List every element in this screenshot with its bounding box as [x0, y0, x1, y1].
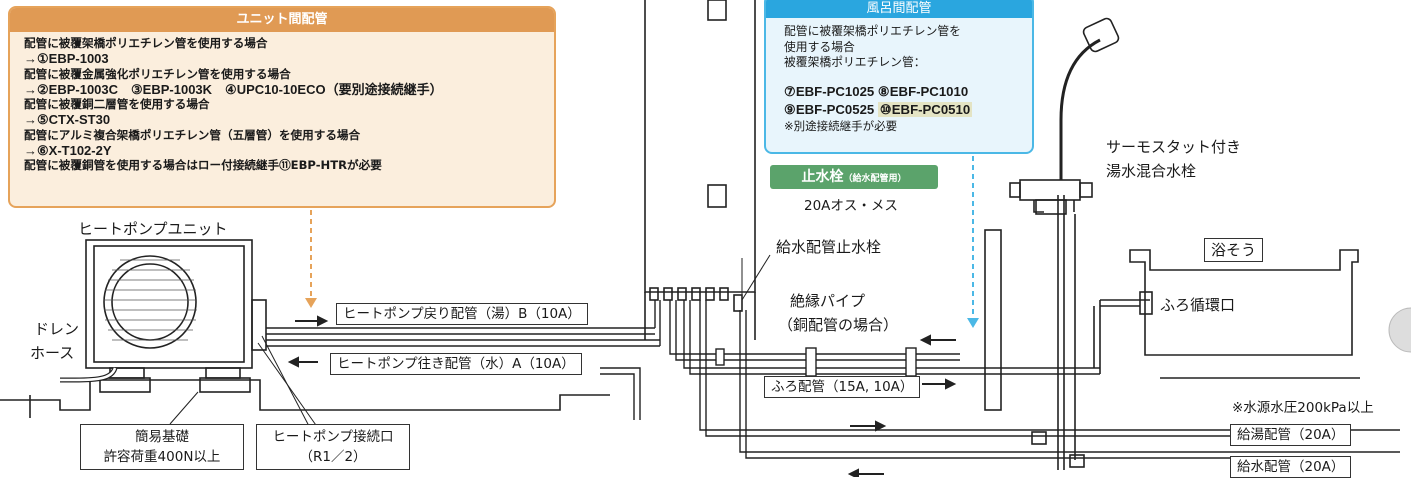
bath-piping-body: 配管に被覆架橋ポリエチレン管を 使用する場合 被覆架橋ポリエチレン管： ⑦EBF… — [766, 18, 1032, 134]
bath-piping-title: 風呂間配管 — [766, 0, 1032, 18]
outgoing-pipe-label: ヒートポンプ往き配管（水）A（10A） — [330, 353, 582, 375]
unit-piping-title: ユニット間配管 — [10, 8, 554, 32]
foundation-label-2: 許容荷重400N以上 — [103, 449, 221, 465]
storage-tank — [644, 0, 756, 340]
bath-pipe-label: ふろ配管（15A, 10A） — [764, 376, 921, 398]
edge-circle — [1388, 307, 1411, 353]
connection-label-2: （R1／2） — [299, 449, 367, 465]
unit-piping-line: →②EBP-1003C ③EBP-1003K ④UPC10-10ECO（要別途接… — [24, 81, 443, 97]
bath-code: ⑧EBF-PC1010 — [877, 83, 969, 99]
unit-piping-line: →①EBP-1003 — [24, 51, 109, 67]
bathtub-label: 浴そう — [1204, 238, 1264, 262]
unit-piping-line: 配管に被覆金属強化ポリエチレン管を使用する場合 — [24, 66, 291, 81]
heat-pump-unit-label: ヒートポンプユニット — [78, 220, 228, 238]
water-pressure-note: ※水源水圧200kPa以上 — [1232, 400, 1374, 416]
unit-piping-box: ユニット間配管 配管に被覆架橋ポリエチレン管を使用する場合 →①EBP-1003… — [8, 6, 556, 208]
heat-pump-unit — [85, 239, 267, 379]
insulation-label-1: 絶縁パイプ — [790, 292, 866, 310]
drain-hose — [60, 366, 118, 383]
drain-hose-label-2: ホース — [30, 344, 75, 362]
unit-leader-arrow — [305, 298, 317, 308]
unit-piping-line: 配管に被覆架橋ポリエチレン管を使用する場合 — [24, 36, 268, 50]
bath-leader-arrow — [967, 318, 979, 328]
bath-piping-line: 使用する場合 — [784, 39, 855, 54]
foundation-label: 簡易基礎 許容荷重400N以上 — [80, 424, 244, 470]
unit-piping-line: 配管にアルミ複合架橋ポリエチレン管（五層管）を使用する場合 — [24, 127, 361, 142]
unit-piping-line: →⑥X-T102-2Y — [24, 143, 112, 159]
unit-piping-line: 配管に被覆銅二層管を使用する場合 — [24, 97, 210, 112]
return-pipe-label: ヒートポンプ戻り配管（湯）B（10A） — [336, 303, 588, 325]
connection-label-1: ヒートポンプ接続口 — [272, 429, 394, 445]
bath-piping-codes: ⑦EBF-PC1025 ⑧EBF-PC1010 ⑨EBF-PC0525 ⑩EBF… — [784, 83, 1032, 119]
unit-piping-body: 配管に被覆架橋ポリエチレン管を使用する場合 →①EBP-1003 配管に被覆金属… — [10, 32, 554, 174]
hot-pipe-label: 給湯配管（20A） — [1230, 424, 1352, 446]
drain-hose-label-1: ドレン — [34, 320, 80, 338]
connection-label: ヒートポンプ接続口 （R1／2） — [256, 424, 410, 470]
bath-piping-line: 配管に被覆架橋ポリエチレン管を — [784, 24, 961, 38]
supply-stop-valve-label: 給水配管止水栓 — [776, 238, 882, 256]
cold-pipe-label: 給水配管（20A） — [1230, 456, 1352, 478]
bath-code: ⑦EBF-PC1025 — [784, 83, 875, 99]
stop-valve-label: 止水栓 — [801, 169, 844, 185]
stop-valve-tag: 止水栓（給水配管用） — [770, 165, 938, 189]
bath-code: ⑨EBF-PC0525 — [784, 101, 875, 117]
unit-piping-line: →⑤CTX-ST30 — [24, 112, 111, 128]
faucet-label-2: 湯水混合水栓 — [1106, 162, 1197, 180]
unit-piping-line: 配管に被覆銅管を使用する場合はロー付接続継手⑪EBP-HTRが必要 — [24, 158, 382, 173]
bath-piping-note: ※別途接続継手が必要 — [784, 118, 898, 133]
faucet-label-1: サーモスタット付き — [1106, 138, 1242, 156]
foundation-label-1: 簡易基礎 — [135, 429, 189, 445]
stop-valve-sub: （給水配管用） — [843, 174, 907, 184]
bath-piping-line: 被覆架橋ポリエチレン管： — [784, 55, 926, 70]
bath-piping-box: 風呂間配管 配管に被覆架橋ポリエチレン管を 使用する場合 被覆架橋ポリエチレン管… — [764, 0, 1034, 154]
stop-valve-size: 20Aオス・メス — [804, 198, 898, 214]
bath-code: ⑩EBF-PC0510 — [877, 101, 973, 117]
insulation-label-2: （銅配管の場合） — [778, 316, 899, 334]
bath-outlet-label: ふろ循環口 — [1160, 296, 1236, 314]
